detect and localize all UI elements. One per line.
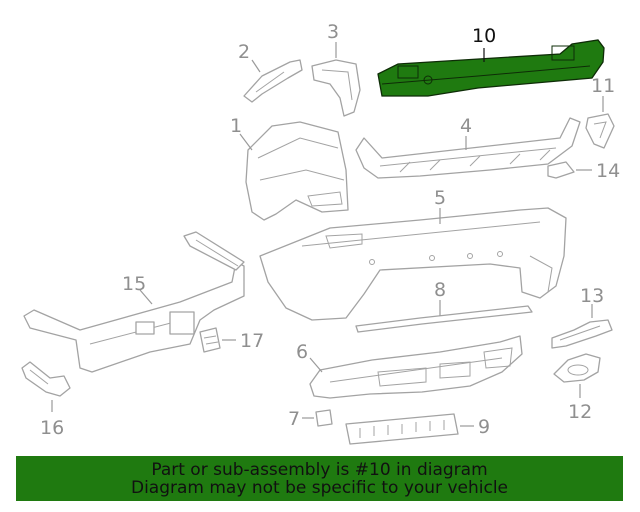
callout-7: 7	[288, 408, 300, 430]
callout-15: 15	[122, 273, 146, 295]
callout-6: 6	[296, 341, 308, 363]
part-13-bracket[interactable]	[551, 319, 613, 349]
part-2-bracket[interactable]	[243, 59, 303, 103]
part-7-clip[interactable]	[315, 409, 333, 427]
callout-14: 14	[596, 160, 620, 182]
part-3-bracket[interactable]	[311, 59, 361, 117]
part-1-fascia-corner[interactable]	[245, 121, 349, 221]
part-11-bracket[interactable]	[585, 113, 615, 149]
part-15-trailer-hitch[interactable]	[23, 231, 245, 373]
callout-16: 16	[40, 417, 64, 439]
banner-line-1: Part or sub-assembly is #10 in diagram	[151, 459, 488, 480]
part-10-bumper-reinforcement[interactable]	[377, 39, 605, 97]
parts-diagram: 10 2 3 1 11 4 14	[21, 21, 620, 445]
banner-line-2: Diagram may not be specific to your vehi…	[130, 477, 508, 498]
callout-1: 1	[230, 115, 242, 137]
callout-2: 2	[238, 41, 250, 63]
info-banner: Part or sub-assembly is #10 in diagram D…	[16, 456, 623, 501]
callout-10: 10	[472, 25, 496, 47]
part-16-hitch-bracket[interactable]	[21, 361, 71, 397]
callout-8: 8	[434, 279, 446, 301]
part-17-connector[interactable]	[199, 327, 221, 353]
part-12-exhaust-tip[interactable]	[553, 353, 601, 383]
part-9-lower-panel[interactable]	[345, 413, 459, 445]
callout-3: 3	[327, 21, 339, 43]
part-5-bumper-fascia[interactable]	[259, 207, 567, 321]
callout-4: 4	[460, 115, 472, 137]
callout-11: 11	[591, 75, 615, 97]
part-6-lower-valance[interactable]	[309, 335, 523, 399]
part-4-bumper-support[interactable]	[355, 117, 581, 179]
part-14-bracket[interactable]	[547, 161, 575, 179]
callout-17: 17	[240, 330, 264, 352]
part-8-molding[interactable]	[355, 305, 533, 333]
callout-13: 13	[580, 285, 604, 307]
callout-5: 5	[434, 187, 446, 209]
callout-9: 9	[478, 416, 490, 438]
callout-12: 12	[568, 401, 592, 423]
